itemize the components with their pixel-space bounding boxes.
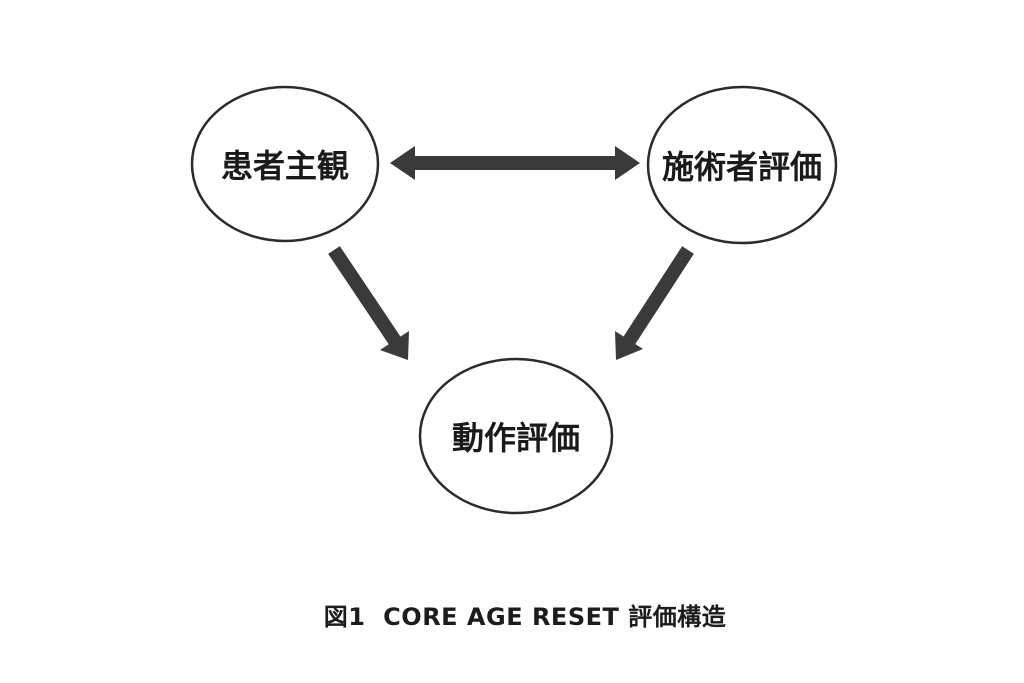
node-patient: 患者主観 [190,85,380,243]
arrow-head-down-right [380,331,409,360]
node-practitioner-circle [646,85,838,245]
node-practitioner: 施術者評価 [646,85,838,245]
node-patient-circle [190,85,380,243]
arrow-practitioner-to-movement [615,246,694,360]
node-movement-circle [418,357,614,515]
arrow-head-right [615,146,640,180]
node-patient-label: 患者主観 [221,147,349,185]
arrow-patient-practitioner-bidirectional [390,146,640,180]
node-movement-label: 動作評価 [452,419,580,457]
figure-caption: 図1 CORE AGE RESET 評価構造 [323,603,727,631]
node-movement: 動作評価 [418,357,614,515]
arrow-head-down-left [615,331,643,360]
arrow-head-left [390,146,415,180]
arrow-patient-to-movement [328,246,409,360]
arrow-shaft [328,246,403,348]
node-practitioner-label: 施術者評価 [662,148,822,186]
arrow-shaft [621,246,694,348]
